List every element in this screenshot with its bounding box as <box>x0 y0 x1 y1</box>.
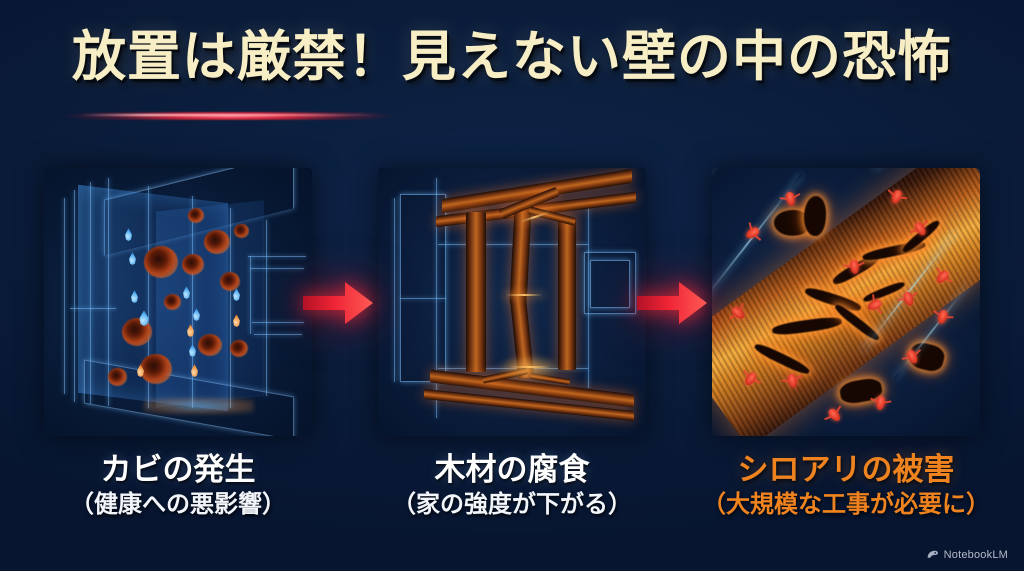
mold-spot <box>204 230 230 254</box>
blueprint-line <box>250 256 251 334</box>
blueprint-line <box>250 268 304 269</box>
water-droplet <box>137 364 144 377</box>
support-post <box>466 212 486 372</box>
water-droplet <box>189 344 196 357</box>
mold-spot <box>182 254 204 275</box>
mold-spot <box>234 224 249 238</box>
blueprint-line <box>90 182 91 404</box>
water-droplet <box>233 288 240 301</box>
title-block: 放置は厳禁！見えない壁の中の恐怖 <box>0 27 1024 87</box>
blueprint-line <box>74 190 75 402</box>
notebooklm-icon <box>926 548 939 561</box>
support-post <box>558 218 576 370</box>
water-droplet <box>191 364 198 377</box>
panel-mold <box>44 168 312 436</box>
blueprint-line <box>252 322 304 323</box>
blueprint-line <box>266 220 267 396</box>
blueprint-line <box>400 298 446 299</box>
blueprint-line <box>192 196 193 408</box>
watermark-label: NotebookLM <box>943 548 1008 561</box>
caption-wood-rot-title: 木材の腐食 <box>434 452 590 487</box>
mold-spot <box>144 246 178 278</box>
water-droplet <box>139 310 149 326</box>
panel-termite <box>712 168 980 436</box>
progression-arrow-2 <box>637 279 707 327</box>
dimension-line <box>64 198 65 394</box>
blueprint-line <box>70 308 116 309</box>
dimension-line <box>394 198 395 382</box>
mold-spot <box>198 334 222 356</box>
light-streak <box>712 168 786 190</box>
termite <box>936 308 949 326</box>
mold-illustration <box>44 168 312 436</box>
caption-mold: カビの発生 （健康への悪影響） <box>28 452 328 519</box>
watermark: NotebookLM <box>926 548 1008 561</box>
termite <box>826 406 843 424</box>
blueprint-line <box>588 208 589 388</box>
water-droplet <box>187 324 194 337</box>
caption-mold-title: カビの発生 <box>100 452 256 487</box>
blueprint-line <box>436 178 437 418</box>
mold-spot <box>108 368 127 386</box>
fracture-glow <box>504 294 544 296</box>
termite-illustration <box>712 168 980 436</box>
mold-spot <box>188 208 204 223</box>
caption-mold-subtitle: （健康への悪影響） <box>70 490 286 518</box>
title-underline-accent <box>60 112 400 120</box>
water-droplet <box>131 290 138 303</box>
mold-spot <box>220 272 240 291</box>
mold-spot <box>230 340 248 357</box>
termite <box>875 395 886 411</box>
termite-cavity <box>802 195 828 237</box>
water-droplet <box>129 252 136 265</box>
water-droplet <box>193 308 200 321</box>
water-droplet <box>183 286 190 299</box>
blueprint-window <box>590 260 630 308</box>
water-droplet <box>125 228 132 241</box>
floor-puddle <box>144 398 254 414</box>
wood-rot-illustration <box>378 168 646 436</box>
mold-spot <box>140 354 172 384</box>
blueprint-column <box>400 194 446 382</box>
caption-termite-title: シロアリの被害 <box>737 452 955 487</box>
blueprint-line <box>148 186 149 408</box>
caption-wood-rot: 木材の腐食 （家の強度が下がる） <box>362 452 662 519</box>
blueprint-line <box>230 208 231 408</box>
blueprint-line <box>254 334 302 335</box>
blueprint-line <box>248 256 306 257</box>
page-title: 放置は厳禁！見えない壁の中の恐怖 <box>72 27 952 87</box>
caption-termite: シロアリの被害 （大規模な工事が必要に） <box>696 452 996 519</box>
progression-arrow-1 <box>303 279 373 327</box>
water-droplet <box>233 314 240 327</box>
blueprint-line <box>108 178 109 406</box>
caption-termite-subtitle: （大規模な工事が必要に） <box>702 490 990 518</box>
collapse-glow <box>496 354 562 382</box>
mold-spot <box>164 294 181 310</box>
blueprint-window <box>584 252 636 314</box>
caption-wood-rot-subtitle: （家の強度が下がる） <box>392 490 632 518</box>
panel-wood-rot <box>378 168 646 436</box>
termite <box>784 191 797 207</box>
